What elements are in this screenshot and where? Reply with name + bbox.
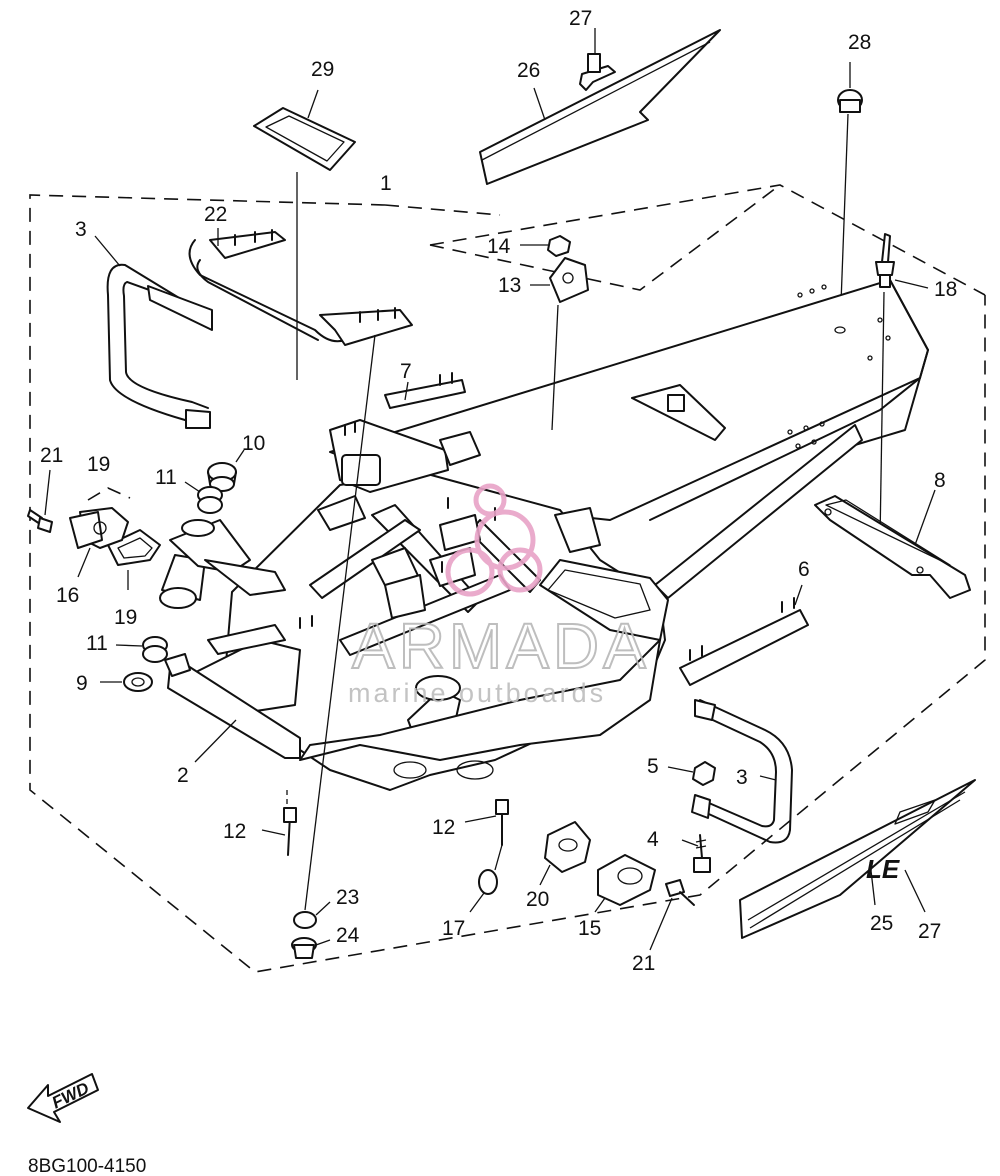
callout-8: 8 (934, 469, 946, 492)
bushing-part-10 (207, 449, 245, 492)
frame-tunnel-part-1 (169, 279, 929, 791)
bolt-part-12-left (261, 807, 297, 856)
spindle-assembly (159, 519, 286, 609)
tunnel-rivet-holes (787, 284, 891, 449)
bracket-part-8 (814, 489, 971, 599)
callout-11-lower: 11 (86, 632, 108, 655)
callout-27-upper: 27 (569, 7, 592, 30)
assembly-boundary (29, 184, 986, 973)
emblem-part-27-upper (579, 28, 616, 91)
callout-13: 13 (498, 274, 521, 297)
callout-16: 16 (56, 584, 79, 607)
bushing-part-11-upper (184, 481, 223, 514)
callout-1: 1 (380, 172, 392, 195)
bolt-part-4 (681, 834, 711, 873)
watermark-logo-icon (445, 483, 543, 597)
callout-7: 7 (400, 360, 412, 383)
plate-part-15 (594, 854, 656, 913)
bushing-part-11-lower (115, 636, 168, 663)
upper-decal-part-26 (479, 29, 721, 185)
fwd-arrow-icon: FWD (27, 1073, 99, 1123)
callout-3-right: 3 (736, 766, 748, 789)
bolt-part-21-right (649, 879, 695, 951)
callout-2: 2 (177, 764, 189, 787)
callout-17: 17 (442, 917, 465, 940)
callout-19-lower: 19 (114, 606, 137, 629)
nut-part-5 (667, 761, 716, 786)
callout-5: 5 (647, 755, 659, 778)
callout-20: 20 (526, 888, 549, 911)
callout-6: 6 (798, 558, 810, 581)
mount-part-13 (530, 257, 589, 431)
watermark-tagline: marine outboards (348, 678, 606, 708)
washer-part-9 (100, 672, 153, 692)
lower-decal-part-25 (739, 779, 976, 939)
crossbar-part-2 (164, 653, 301, 763)
grommet-part-17 (469, 869, 498, 913)
cap-part-23 (293, 901, 331, 929)
callout-18: 18 (934, 278, 957, 301)
bracket-part-6 (679, 584, 809, 686)
bolt-part-21-left (27, 469, 53, 533)
pad-part-29 (253, 89, 356, 380)
callout-21-right: 21 (632, 952, 655, 975)
callout-27-lower: 27 (918, 920, 941, 943)
callout-9: 9 (76, 672, 88, 695)
callout-15: 15 (578, 917, 601, 940)
callout-3-left: 3 (75, 218, 87, 241)
document-code: 8BG100-4150 (28, 1156, 146, 1176)
callout-14: 14 (487, 235, 511, 258)
callout-12-right: 12 (432, 816, 455, 839)
fwd-label: FWD (49, 1078, 92, 1112)
stud-part-18 (875, 233, 929, 541)
plate-part-20 (539, 821, 591, 886)
nut-part-24 (291, 937, 331, 959)
callout-24: 24 (336, 924, 360, 947)
callout-23: 23 (336, 886, 359, 909)
bracket-part-7 (384, 372, 466, 409)
plate-part-16 (69, 487, 131, 578)
callout-26: 26 (517, 59, 540, 82)
callout-19-upper: 19 (87, 453, 110, 476)
bolt-part-12-right (464, 799, 509, 871)
step-bar-part-22 (188, 228, 413, 911)
callout-10: 10 (242, 432, 265, 455)
callout-21-left: 21 (40, 444, 63, 467)
handle-part-3-left (94, 235, 213, 429)
handle-part-3-right (691, 699, 793, 844)
watermark: ARMADA marine outboards (348, 483, 650, 708)
callout-25: 25 (870, 912, 893, 935)
le-emblem-mark: LE (866, 854, 900, 884)
callout-4: 4 (647, 828, 659, 851)
callout-29: 29 (311, 58, 334, 81)
callout-22: 22 (204, 203, 227, 226)
plate-part-19 (107, 529, 161, 590)
callout-12-left: 12 (223, 820, 246, 843)
le-emblem-part-27-lower: LE (866, 854, 926, 913)
callout-11-upper: 11 (155, 466, 177, 489)
nut-part-14 (520, 235, 571, 257)
watermark-brand: ARMADA (352, 610, 650, 682)
callout-28: 28 (848, 31, 871, 54)
callout-labels: 1 2 3 3 4 5 6 7 8 9 10 11 11 12 12 13 14… (40, 7, 957, 975)
